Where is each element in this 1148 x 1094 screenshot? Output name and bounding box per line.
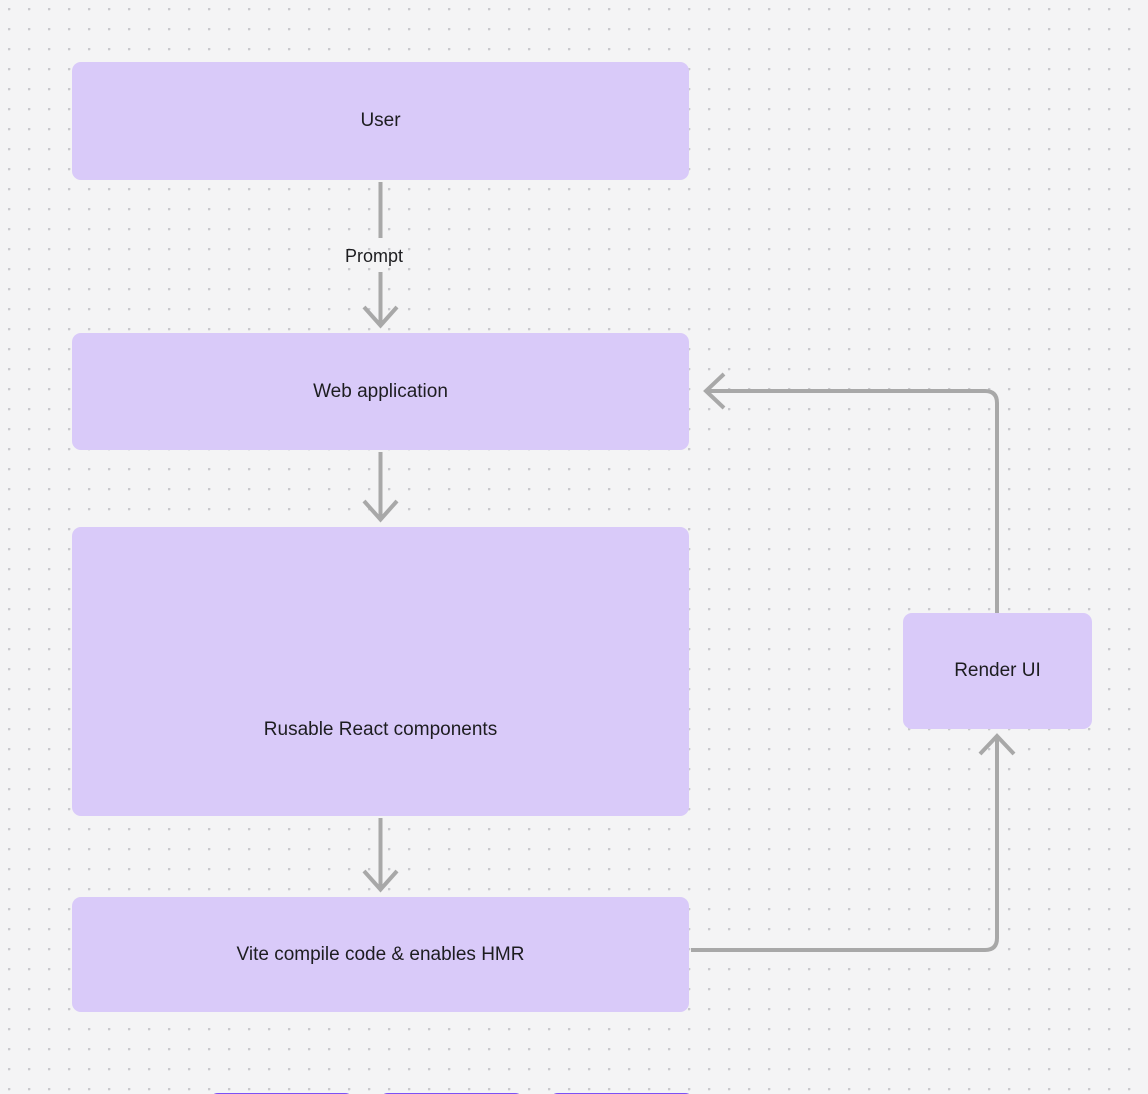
edge-label-prompt: Prompt xyxy=(345,246,404,266)
edge-line-vite-render xyxy=(691,737,999,952)
edge-render-to-webapp xyxy=(703,372,999,613)
node-render-ui-label: Render UI xyxy=(954,660,1041,682)
edge-line-render-webapp xyxy=(707,389,999,613)
edge-components-to-vite xyxy=(362,818,399,893)
node-web-application-label: Web application xyxy=(313,380,448,402)
edge-webapp-to-components xyxy=(362,452,399,523)
node-reusable-react-components-group[interactable]: HTML = structure CSS = Styles & Layouts … xyxy=(72,527,694,1094)
arrowhead-up-render xyxy=(978,733,1016,756)
arrowhead-down-components xyxy=(362,869,399,893)
node-vite[interactable]: Vite compile code & enables HMR xyxy=(72,897,689,1012)
edge-vite-to-render xyxy=(691,733,1016,952)
node-user-label: User xyxy=(360,110,401,132)
node-render-ui[interactable]: Render UI xyxy=(903,613,1092,729)
arrowhead-down-user xyxy=(362,305,399,329)
node-web-application[interactable]: Web application xyxy=(72,333,689,450)
node-component-group-label: Rusable React components xyxy=(263,719,498,740)
node-vite-label: Vite compile code & enables HMR xyxy=(236,943,525,965)
node-user[interactable]: User xyxy=(72,62,689,180)
arrowhead-left-webapp xyxy=(703,372,726,410)
arrowhead-down-webapp xyxy=(362,499,399,523)
